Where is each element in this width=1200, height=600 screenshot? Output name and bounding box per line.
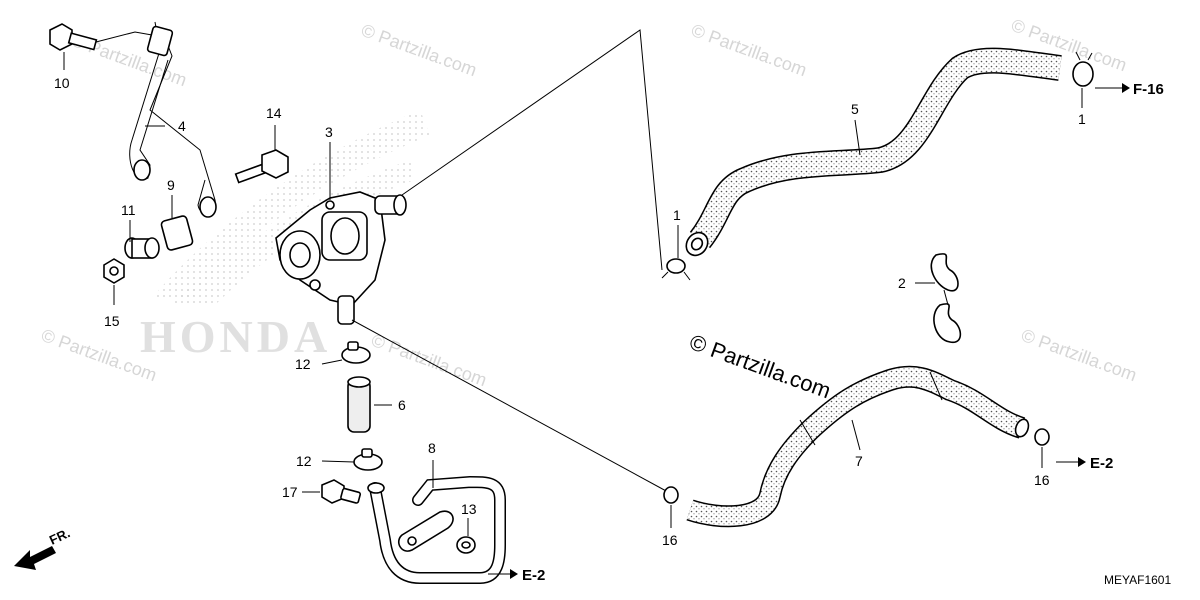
part-9-spring[interactable] (160, 215, 194, 251)
part-1-clip[interactable] (1072, 51, 1094, 87)
callout-3: 3 (325, 124, 333, 140)
part-12-clamp[interactable] (341, 341, 371, 364)
part-6-hose[interactable] (347, 376, 371, 433)
callout-14: 14 (266, 105, 282, 121)
front-arrow-icon (14, 546, 56, 570)
callout-15: 15 (104, 313, 120, 329)
callout-12-bottom: 12 (296, 453, 312, 469)
callout-1-mid: 1 (673, 207, 681, 223)
callout-5: 5 (851, 101, 859, 117)
callout-10: 10 (54, 75, 70, 91)
callout-7: 7 (855, 453, 863, 469)
part-14-bolt[interactable] (234, 149, 289, 184)
callout-4: 4 (178, 118, 186, 134)
part-11-collar[interactable] (124, 237, 160, 259)
callout-9: 9 (167, 177, 175, 193)
callout-17: 17 (282, 484, 298, 500)
callout-labels: 10 4 14 3 9 11 15 12 6 12 8 17 13 5 1 1 … (54, 75, 1086, 548)
callout-13: 13 (461, 501, 477, 517)
diagram-code: MEYAF1601 (1104, 573, 1171, 587)
leader-lines (63, 52, 1083, 536)
part-8-pipe[interactable] (367, 475, 506, 584)
part-1-clip[interactable] (661, 258, 691, 281)
ref-f16: F-16 (1095, 81, 1164, 98)
ref-e2-right: E-2 (1056, 455, 1113, 472)
callout-2: 2 (898, 275, 906, 291)
watermark-text: © Partzilla.com (359, 20, 480, 80)
callout-1-top: 1 (1078, 111, 1086, 127)
part-15-nut[interactable] (103, 258, 125, 284)
part-17-bolt[interactable] (321, 479, 362, 504)
callout-12-top: 12 (295, 356, 311, 372)
front-indicator-label: FR. (47, 525, 72, 547)
watermark-text: © Partzilla.com (1019, 325, 1140, 385)
part-12-clamp[interactable] (353, 448, 383, 471)
callout-16-mid: 16 (662, 532, 678, 548)
part-13-washer[interactable] (456, 536, 476, 554)
callout-6: 6 (398, 397, 406, 413)
part-2-clamp[interactable] (930, 253, 962, 343)
copyright-watermark: © Partzilla.com (686, 329, 834, 403)
watermark-text: © Partzilla.com (689, 20, 810, 80)
brand-watermark: HONDA (140, 311, 331, 362)
front-indicator: FR. (14, 525, 72, 570)
part-7-hose[interactable] (686, 365, 1031, 528)
ref-e2-bottom-label: E-2 (522, 567, 545, 584)
ref-e2-bottom: E-2 (488, 567, 545, 584)
part-16-clip[interactable] (663, 486, 679, 504)
part-10-bolt[interactable] (49, 23, 98, 51)
part-5-hose[interactable] (682, 47, 1062, 260)
part-3-valve-assembly[interactable] (275, 191, 407, 325)
callout-8: 8 (428, 440, 436, 456)
ref-f16-label: F-16 (1133, 81, 1164, 98)
part-4-bracket[interactable] (129, 21, 217, 218)
callout-16-right: 16 (1034, 472, 1050, 488)
part-16-clip[interactable] (1034, 428, 1050, 446)
callout-11: 11 (121, 202, 136, 218)
brand-wing-graphic (150, 110, 430, 300)
ref-e2-right-label: E-2 (1090, 455, 1113, 472)
